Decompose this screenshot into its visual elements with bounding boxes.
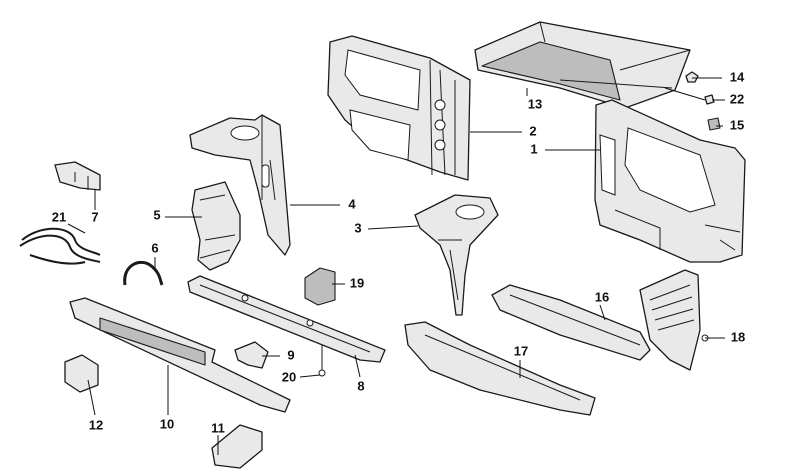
callout-22: 22 [730, 91, 744, 106]
part-2-panel[interactable] [327, 35, 471, 181]
part-10-rail[interactable] [69, 297, 291, 413]
part-19-mount[interactable] [304, 267, 336, 306]
callout-labels: 1 2 3 4 5 6 7 8 9 10 11 12 13 14 15 16 1… [52, 69, 745, 435]
callout-8: 8 [357, 378, 364, 393]
part-21-hose[interactable] [19, 227, 101, 265]
callout-9: 9 [287, 347, 294, 362]
callout-15: 15 [730, 117, 744, 132]
leader-lines [67, 77, 725, 455]
part-3-bracket[interactable] [414, 194, 499, 316]
callout-19: 19 [350, 275, 364, 290]
callout-20: 20 [282, 369, 296, 384]
callout-12: 12 [89, 417, 103, 432]
part-14-clip[interactable] [685, 71, 699, 83]
callout-7: 7 [91, 209, 98, 224]
part-4-bracket[interactable] [189, 114, 291, 256]
part-12-bracket[interactable] [64, 354, 99, 393]
part-18-assembly[interactable] [639, 269, 709, 371]
callout-16: 16 [595, 289, 609, 304]
part-15-nut[interactable] [707, 117, 721, 131]
part-20-bolt[interactable] [318, 345, 326, 377]
callout-21: 21 [52, 209, 66, 224]
part-8-rail[interactable] [187, 275, 386, 363]
callout-13: 13 [528, 96, 542, 111]
callout-11: 11 [211, 420, 225, 435]
part-9-mount[interactable] [234, 341, 269, 369]
callout-3: 3 [354, 220, 361, 235]
callout-4: 4 [348, 196, 356, 211]
part-1-panel[interactable] [594, 99, 746, 263]
callout-10: 10 [160, 416, 174, 431]
part-7-bracket[interactable] [54, 161, 101, 191]
callout-18: 18 [731, 329, 745, 344]
part-5-duct[interactable] [191, 181, 241, 271]
callout-17: 17 [514, 343, 528, 358]
callout-6: 6 [151, 240, 158, 255]
part-13-panel[interactable] [474, 21, 691, 109]
part-6-clamp[interactable] [123, 260, 164, 286]
part-11-bracket[interactable] [211, 424, 263, 469]
part-17-member[interactable] [404, 321, 596, 416]
callout-1: 1 [530, 141, 537, 156]
part-22-clip[interactable] [704, 94, 715, 105]
part-16-member[interactable] [491, 284, 651, 361]
callout-14: 14 [730, 69, 745, 84]
callout-5: 5 [153, 207, 160, 222]
callout-2: 2 [529, 123, 536, 138]
